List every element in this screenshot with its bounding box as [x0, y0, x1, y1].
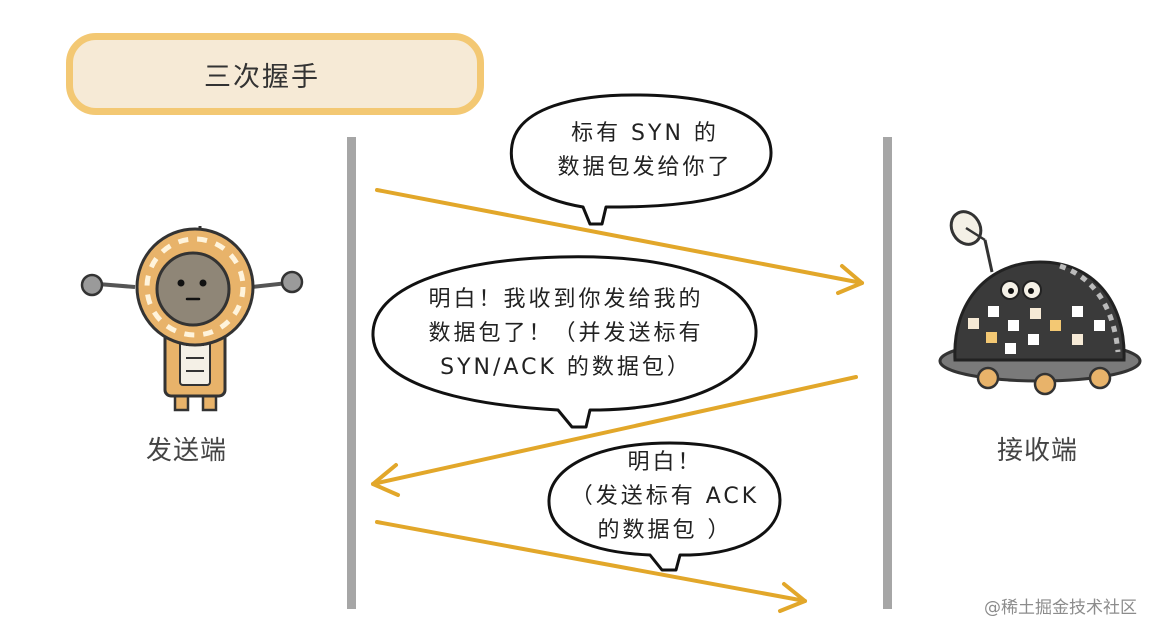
title-box: 三次握手 — [66, 33, 484, 115]
arrow-step-3 — [375, 520, 807, 613]
bubble-text-line: （发送标有 ACK — [570, 484, 760, 509]
bubble-2 — [371, 255, 758, 429]
receiver-timeline — [883, 137, 892, 609]
dome-rover-robot-icon — [938, 210, 1142, 396]
orange-robot-icon — [80, 226, 304, 412]
bubble-text-line: 明白！我收到你发给我的 — [428, 287, 704, 312]
bubble-1 — [509, 93, 773, 226]
bubble-3 — [547, 441, 782, 572]
bubble-text-line: SYN/ACK 的数据包） — [440, 355, 692, 380]
watermark: @稀土掘金技术社区 — [984, 598, 1137, 618]
arrow-step-2 — [371, 375, 858, 497]
receiver-label: 接收端 — [997, 436, 1079, 466]
bubble-1-text: 标有 SYN 的 数据包发给你了 — [527, 117, 763, 185]
bubble-text-line: 明白！ — [627, 450, 703, 475]
diagram-title: 三次握手 — [204, 61, 320, 93]
bubble-text-line: 数据包发给你了 — [557, 155, 733, 180]
bubble-text-line: 数据包了！（并发送标有 — [428, 321, 704, 346]
bubble-text-line: 的数据包 ） — [597, 518, 733, 543]
arrow-step-1 — [375, 188, 864, 295]
sender-timeline — [347, 137, 356, 609]
sender-label: 发送端 — [146, 436, 228, 466]
bubble-2-text: 明白！我收到你发给我的 数据包了！（并发送标有 SYN/ACK 的数据包） — [386, 283, 746, 385]
bubble-text-line: 标有 SYN 的 — [571, 121, 719, 146]
bubble-3-text: 明白！ （发送标有 ACK 的数据包 ） — [558, 446, 772, 548]
